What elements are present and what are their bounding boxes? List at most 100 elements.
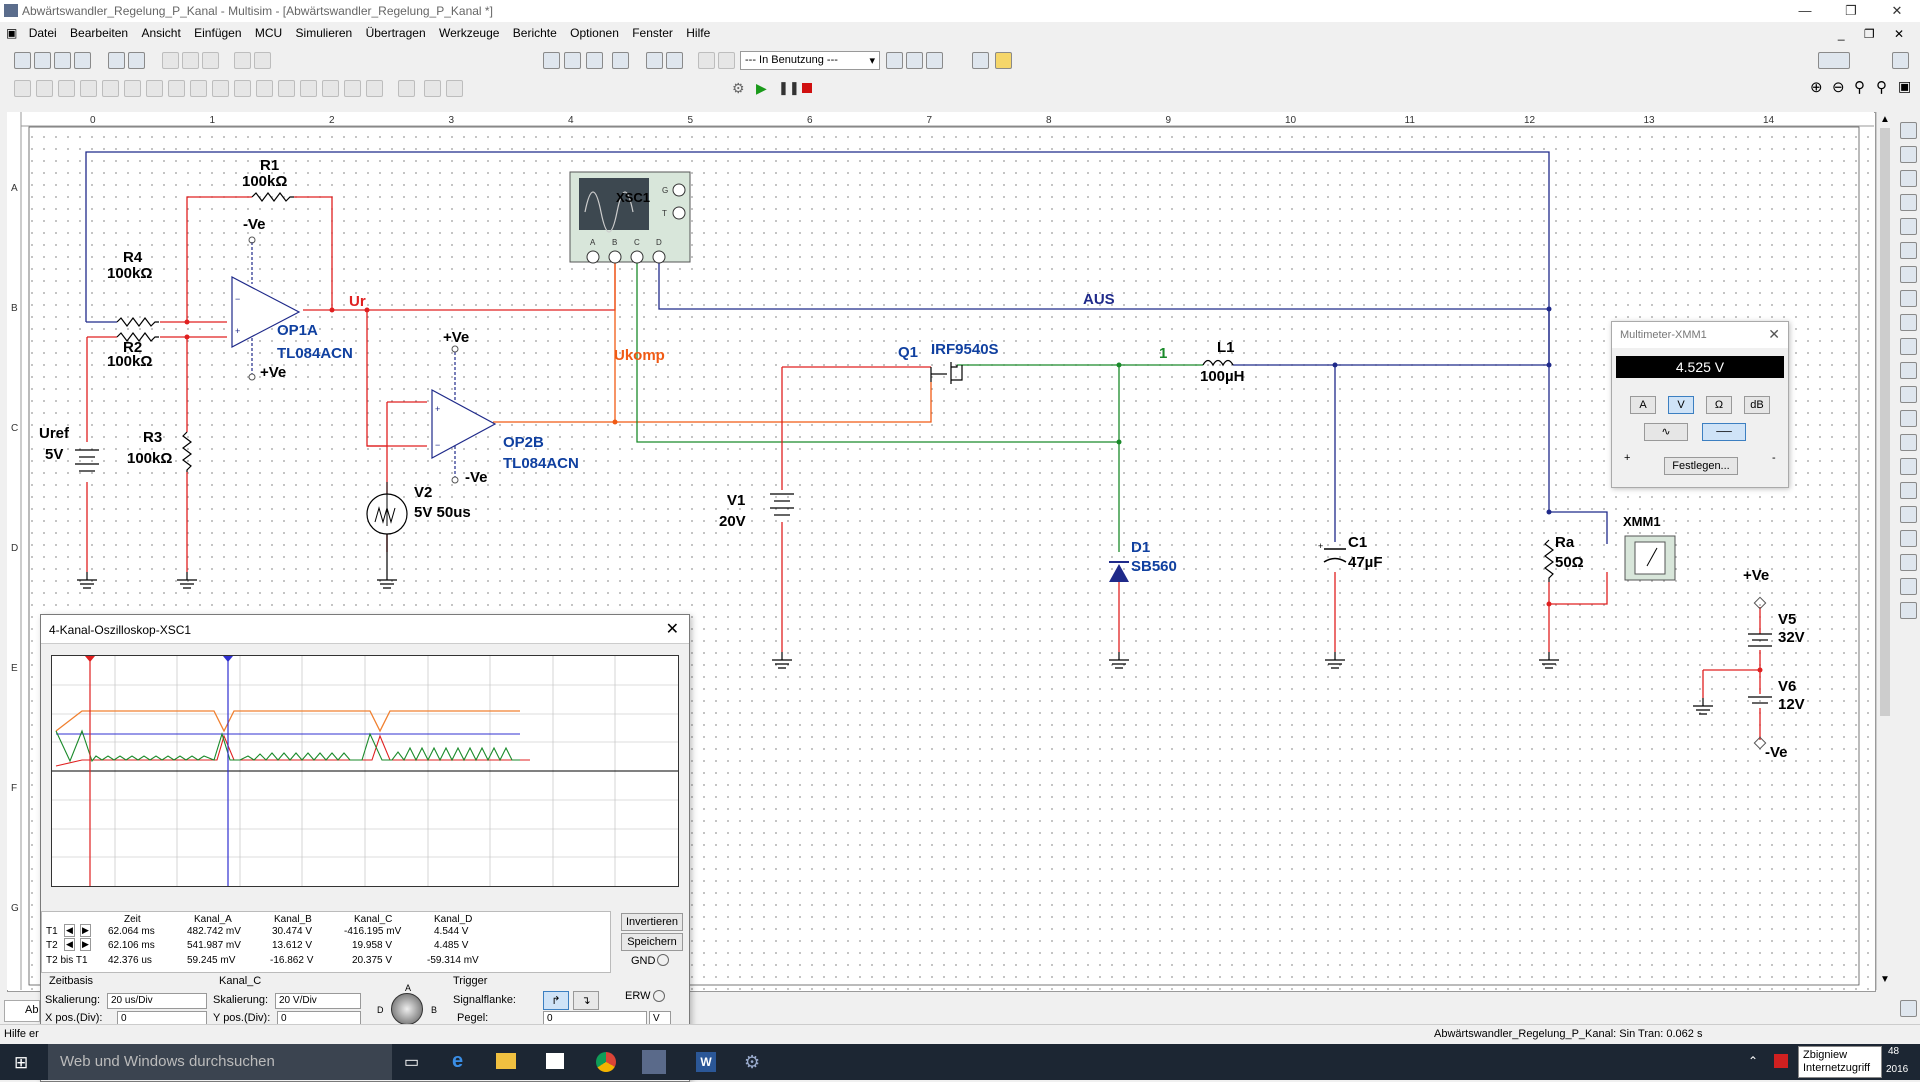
menu-mcu[interactable]: MCU [254, 26, 283, 40]
multimeter-mode-db[interactable]: dB [1744, 396, 1770, 414]
scope-timebase-scale-input[interactable]: 20 us/Div [107, 993, 207, 1009]
undo-icon[interactable] [234, 52, 251, 69]
menu-ansicht[interactable]: Ansicht [141, 26, 181, 40]
indicator-component-icon[interactable] [212, 80, 229, 97]
power-component-icon[interactable] [234, 80, 251, 97]
component-wizard-icon[interactable] [646, 52, 663, 69]
instrument-refresh-icon[interactable] [1900, 1000, 1917, 1017]
instrument-iv-analyzer-icon[interactable] [1900, 362, 1917, 379]
windows-start-icon[interactable]: ⊞ [14, 1053, 29, 1072]
menu-datei[interactable]: Datei [28, 26, 57, 40]
oscilloscope-window[interactable]: 4-Kanal-Oszilloskop-XSC1 ✕ Zeit Kana [40, 614, 690, 1082]
multimeter-set-button[interactable]: Festlegen... [1664, 457, 1738, 475]
bus-icon[interactable] [446, 80, 463, 97]
instrument-distortion-analyzer-icon[interactable] [1900, 386, 1917, 403]
instrument-probe-settings-icon[interactable] [1900, 578, 1917, 595]
tray-app-icon[interactable] [1774, 1054, 1788, 1068]
scope-t2-left-icon[interactable]: ◀ [64, 938, 75, 951]
open-icon[interactable] [34, 52, 51, 69]
instrument-bode-plotter-icon[interactable] [1900, 242, 1917, 259]
scope-cursor-t2-handle[interactable] [223, 656, 233, 662]
menu-bearbeiten[interactable]: Bearbeiten [70, 26, 129, 40]
scope-gnd-terminal[interactable] [657, 954, 669, 966]
scope-rising-edge-button[interactable]: ↱ [543, 991, 569, 1010]
source-component-icon[interactable] [14, 80, 31, 97]
electromech-component-icon[interactable] [322, 80, 339, 97]
menu-uebertragen[interactable]: Übertragen [365, 26, 426, 40]
scrollbar-thumb[interactable] [1880, 128, 1890, 716]
instrument-panel-icon[interactable] [1818, 52, 1850, 69]
cut-icon[interactable] [162, 52, 179, 69]
analog-component-icon[interactable] [102, 80, 119, 97]
zoom-out-icon[interactable]: ⊖ [1832, 79, 1845, 96]
instrument-frequency-counter-icon[interactable] [1900, 266, 1917, 283]
fullscreen-icon[interactable]: ▣ [1898, 78, 1912, 94]
misc-component-icon[interactable] [256, 80, 273, 97]
instrument-probe-icon[interactable] [1900, 554, 1917, 571]
multisim-taskbar-icon[interactable] [642, 1050, 666, 1074]
scope-cursor-t1-handle[interactable] [85, 656, 95, 662]
menu-simulieren[interactable]: Simulieren [295, 26, 353, 40]
instrument-logic-converter-icon[interactable] [1900, 314, 1917, 331]
paste-icon[interactable] [202, 52, 219, 69]
instrument-multimeter-icon[interactable] [1900, 122, 1917, 139]
forward-annotate-icon[interactable] [926, 52, 943, 69]
menu-einfuegen[interactable]: Einfügen [194, 26, 242, 40]
design-tab[interactable]: Ab [4, 1000, 40, 1022]
multimeter-mode-ohm[interactable]: Ω [1706, 396, 1732, 414]
diode-component-icon[interactable] [58, 80, 75, 97]
instrument-extra-icon[interactable] [1900, 602, 1917, 619]
tray-chevron-icon[interactable]: ⌃ [1748, 1054, 1759, 1068]
scope-t2-right-icon[interactable]: ▶ [80, 938, 91, 951]
mdi-window-buttons[interactable]: _ ❐ ✕ [1837, 27, 1912, 41]
interactive-icon[interactable]: ⚙ [732, 80, 745, 96]
instrument-4ch-oscilloscope-icon[interactable] [1900, 218, 1917, 235]
cmos-component-icon[interactable] [146, 80, 163, 97]
store-icon[interactable] [546, 1053, 564, 1069]
scope-save-button[interactable]: Speichern [621, 933, 683, 951]
design-toolbox-icon[interactable] [543, 52, 560, 69]
scope-t1-left-icon[interactable]: ◀ [64, 924, 75, 937]
instrument-wattmeter-icon[interactable] [1900, 170, 1917, 187]
oscilloscope-screen[interactable] [51, 655, 679, 887]
copy-icon[interactable] [182, 52, 199, 69]
hierarchy-icon[interactable] [718, 52, 735, 69]
in-use-list[interactable]: --- In Benutzung ---▾ [740, 51, 880, 70]
restore-button[interactable]: ❐ [1845, 3, 1857, 18]
new-icon[interactable] [14, 52, 31, 69]
instrument-current-probe-icon[interactable] [1900, 530, 1917, 547]
menu-fenster[interactable]: Fenster [632, 26, 673, 40]
advanced-peripherals-icon[interactable] [278, 80, 295, 97]
basic-component-icon[interactable] [36, 80, 53, 97]
doc-icon[interactable]: ▣ [6, 26, 18, 40]
instrument-logic-analyzer-icon[interactable] [1900, 338, 1917, 355]
app-icon[interactable]: ⚙ [744, 1052, 761, 1072]
scope-channel-knob[interactable] [391, 993, 423, 1025]
instrument-spectrum-analyzer-icon[interactable] [1900, 410, 1917, 427]
chrome-icon[interactable] [596, 1052, 616, 1072]
minimize-button[interactable]: — [1798, 3, 1812, 18]
multimeter-window[interactable]: Multimeter-XMM1 ✕ 4.525 V A V Ω dB ∿ ── … [1611, 321, 1789, 488]
database-icon[interactable] [666, 52, 683, 69]
erc-icon[interactable] [886, 52, 903, 69]
multimeter-close-button[interactable]: ✕ [1768, 326, 1780, 342]
canvas-vertical-scrollbar[interactable]: ▲ ▼ [1876, 112, 1894, 990]
scope-channel-scale-input[interactable]: 20 V/Div [275, 993, 361, 1009]
scroll-down-icon[interactable]: ▼ [1880, 974, 1890, 985]
menu-werkzeuge[interactable]: Werkzeuge [438, 26, 500, 40]
instrument-function-generator-icon[interactable] [1900, 146, 1917, 163]
zoom-fit-icon[interactable]: ⚲ [1876, 79, 1887, 96]
instrument-labview-icon[interactable] [1900, 506, 1917, 523]
instrument-agilent-icon[interactable] [1900, 458, 1917, 475]
ni-component-icon[interactable] [344, 80, 361, 97]
connector-component-icon[interactable] [366, 80, 383, 97]
explorer-icon[interactable] [496, 1053, 516, 1069]
redo-icon[interactable] [254, 52, 271, 69]
transistor-component-icon[interactable] [80, 80, 97, 97]
menu-hilfe[interactable]: Hilfe [686, 26, 711, 40]
scope-falling-edge-button[interactable]: ↴ [573, 991, 599, 1010]
multimeter-mode-v[interactable]: V [1668, 396, 1694, 414]
open-sample-icon[interactable] [54, 52, 71, 69]
close-button[interactable]: ✕ [1891, 3, 1903, 18]
mcu-component-icon[interactable] [398, 80, 415, 97]
